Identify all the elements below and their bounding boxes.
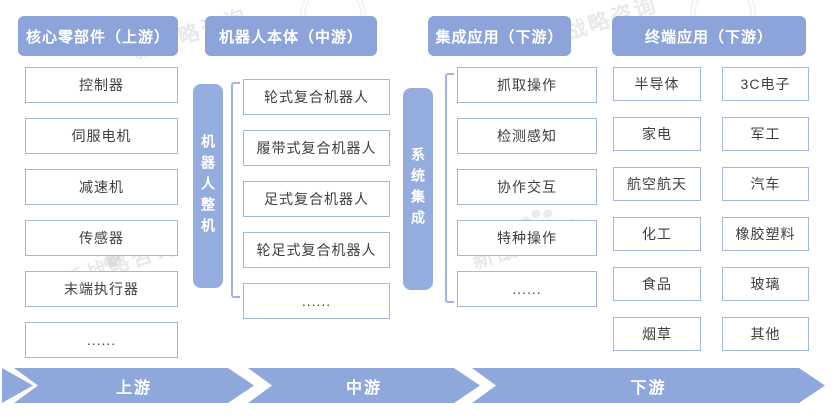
component-box: 减速机 [25,169,178,205]
end-market-box: 航空航天 [613,167,701,201]
end-market-box: 3C电子 [722,67,809,101]
header-end-application-downstream: 终端应用（下游） [612,16,806,56]
application-box: 特种操作 [457,220,597,256]
upstream-components-list: 控制器伺服电机减速机传感器末端执行器...... [25,67,178,358]
bracket-connector [445,73,454,303]
end-market-box: 汽车 [722,167,809,201]
flow-banner-downstream: 下游 [472,368,825,403]
robot-types-list: 轮式复合机器人履带式复合机器人足式复合机器人轮足式复合机器人...... [243,79,390,319]
bracket-connector [231,82,240,298]
robot-type-box: 轮式复合机器人 [243,79,390,115]
component-box: 伺服电机 [25,118,178,154]
integration-applications-list: 抓取操作检测感知协作交互特种操作...... [457,67,597,307]
end-market-box: 化工 [613,217,701,251]
end-market-box: 半导体 [613,67,701,101]
robot-type-box: ...... [243,283,390,319]
flow-banner-midstream: 中游 [248,368,480,403]
robot-type-box: 履带式复合机器人 [243,130,390,166]
end-markets-list-left: 半导体家电航空航天化工食品烟草 [613,67,701,351]
robot-type-box: 足式复合机器人 [243,181,390,217]
application-box: 检测感知 [457,118,597,154]
flow-banner-upstream: 上游 [14,368,254,403]
end-market-box: 家电 [613,117,701,151]
end-market-box: 烟草 [613,317,701,351]
header-robot-body-midstream: 机器人本体（中游） [205,16,377,56]
header-integrated-application-downstream: 集成应用（下游） [428,16,571,56]
application-box: ...... [457,271,597,307]
application-box: 抓取操作 [457,67,597,103]
end-markets-list-right: 3C电子军工汽车橡胶塑料玻璃其他 [722,67,809,351]
end-market-box: 食品 [613,267,701,301]
application-box: 协作交互 [457,169,597,205]
component-box: 控制器 [25,67,178,103]
end-market-box: 军工 [722,117,809,151]
component-box: 末端执行器 [25,271,178,307]
component-box: ...... [25,322,178,358]
component-box: 传感器 [25,220,178,256]
end-market-box: 橡胶塑料 [722,217,809,251]
vertical-bar-robot-machine: 机器人整机 [193,84,223,288]
robot-type-box: 轮足式复合机器人 [243,232,390,268]
vertical-bar-system-integration: 系统集成 [403,88,433,290]
end-market-box: 玻璃 [722,267,809,301]
end-market-box: 其他 [722,317,809,351]
header-core-components-upstream: 核心零部件（上游） [18,16,178,56]
